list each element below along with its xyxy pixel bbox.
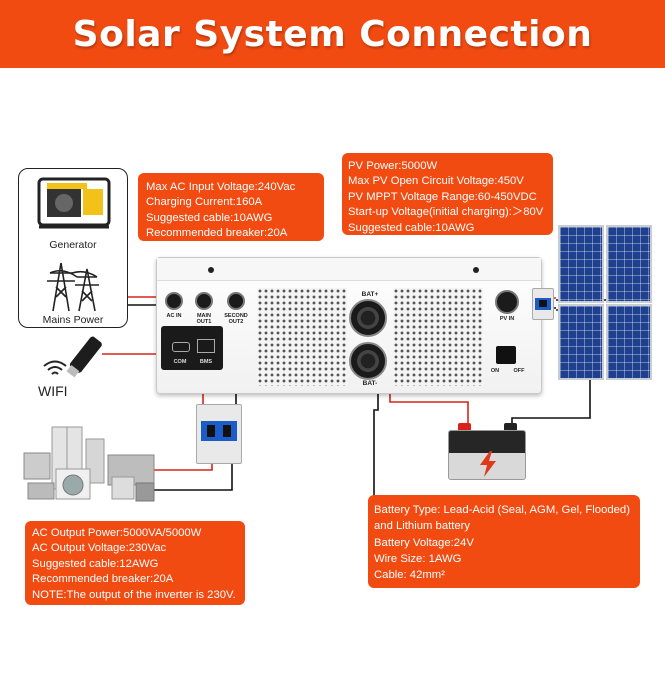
vent-grille-right [393, 288, 483, 386]
comm-panel: COM BMS [161, 326, 223, 370]
battery-line: Battery Type: Lead-Acid (Seal, AGM, Gel,… [374, 504, 630, 516]
bat-plus-label: BAT+ [361, 291, 379, 298]
pv-in-label: PV IN [499, 316, 515, 322]
breaker-handle [223, 425, 231, 437]
inverter-top [157, 258, 541, 281]
com-label: COM [173, 359, 187, 365]
ac-output-info-box: AC Output Power:5000VA/5000W AC Output V… [25, 521, 245, 605]
screw-icon [473, 267, 479, 273]
battery-info-box: Battery Type: Lead-Acid (Seal, AGM, Gel,… [368, 495, 640, 588]
battery-icon [448, 418, 526, 480]
com-port [172, 342, 190, 352]
generator-icon [37, 177, 111, 229]
appliances-icon [23, 426, 155, 502]
pv-line: Max PV Open Circuit Voltage:450V [348, 175, 524, 188]
ac-output-line: AC Output Power:5000VA/5000W [32, 527, 202, 539]
pv-in-port [495, 290, 519, 314]
pv-line: PV MPPT Voltage Range:60-450VDC [348, 190, 537, 203]
generator-label: Generator [49, 239, 97, 251]
battery-line: Battery Voltage:24V [374, 536, 474, 549]
battery-line: and Lithium battery [374, 520, 471, 533]
ac-output-line: Suggested cable:12AWG [32, 557, 159, 570]
ac-in-port [165, 292, 183, 310]
load-wire-black [150, 462, 233, 491]
lightning-icon [480, 451, 496, 477]
ac-output-breaker-icon [196, 404, 242, 464]
ac-source-box: Generator Mains Power [18, 168, 128, 328]
bms-label: BMS [199, 359, 213, 365]
vent-grille-left [257, 288, 347, 386]
bat-plus-port [349, 299, 387, 337]
battery-terminal-plus [458, 423, 471, 432]
wifi-dongle-icon [66, 336, 102, 378]
second-out-port-label: SECOND OUT2 [224, 313, 248, 325]
wifi-signal-icon [43, 360, 67, 375]
battery-terminal-minus [504, 423, 517, 432]
pv-line: Start-up Voltage(initial charging):＞80V [348, 206, 544, 219]
ac-input-line: Charging Current:160A [146, 196, 263, 209]
pv-line: Suggested cable:10AWG [348, 221, 475, 234]
pv-breaker-icon [532, 288, 554, 320]
page-title: Solar System Connection [72, 13, 593, 55]
battery-body [448, 430, 526, 480]
screw-icon [208, 267, 214, 273]
bat-minus-wire [373, 380, 379, 505]
solar-panel [558, 304, 604, 380]
breaker-handle [539, 300, 547, 307]
battery-line: Wire Size: 1AWG [374, 552, 462, 565]
ac-input-line: Suggested cable:10AWG [146, 211, 273, 224]
ac-output-line: NOTE:The output of the inverter is 230V. [32, 588, 236, 601]
load-wire-red [150, 462, 213, 471]
ac-output-line: Recommended breaker:20A [32, 573, 174, 586]
pv-info-box: PV Power:5000W Max PV Open Circuit Volta… [342, 153, 553, 235]
ac-input-line: Max AC Input Voltage:240Vac [146, 181, 296, 193]
main-out-port [195, 292, 213, 310]
second-out-port [227, 292, 245, 310]
ac-output-line: AC Output Voltage:230Vac [32, 542, 167, 555]
battery-line: Cable: 42mm² [374, 569, 445, 582]
solar-panel [606, 304, 652, 380]
main-out-port-label: MAIN OUT1 [196, 313, 212, 325]
ac-input-info-box: Max AC Input Voltage:240Vac Charging Cur… [138, 173, 324, 241]
power-switch[interactable] [496, 346, 516, 364]
switch-off-label: OFF [513, 368, 525, 374]
title-banner: Solar System Connection [0, 0, 665, 68]
solar-panel [606, 225, 652, 303]
inverter: AC IN MAIN OUT1 SECOND OUT2 COM BMS BAT+… [156, 257, 542, 394]
bms-port [197, 339, 215, 353]
solar-panel [558, 225, 604, 303]
mains-tower-icon [47, 262, 99, 312]
battery-top-band [449, 431, 525, 453]
pv-line: PV Power:5000W [348, 160, 438, 172]
wifi-label: WIFI [38, 383, 68, 399]
mains-power-label: Mains Power [42, 314, 104, 326]
bat-minus-label: BAT- [362, 380, 378, 387]
bat-minus-port [349, 342, 387, 380]
ac-input-line: Recommended breaker:20A [146, 227, 288, 240]
ac-in-port-label: AC IN [166, 313, 182, 319]
switch-on-label: ON [490, 368, 500, 374]
breaker-handle [207, 425, 215, 437]
